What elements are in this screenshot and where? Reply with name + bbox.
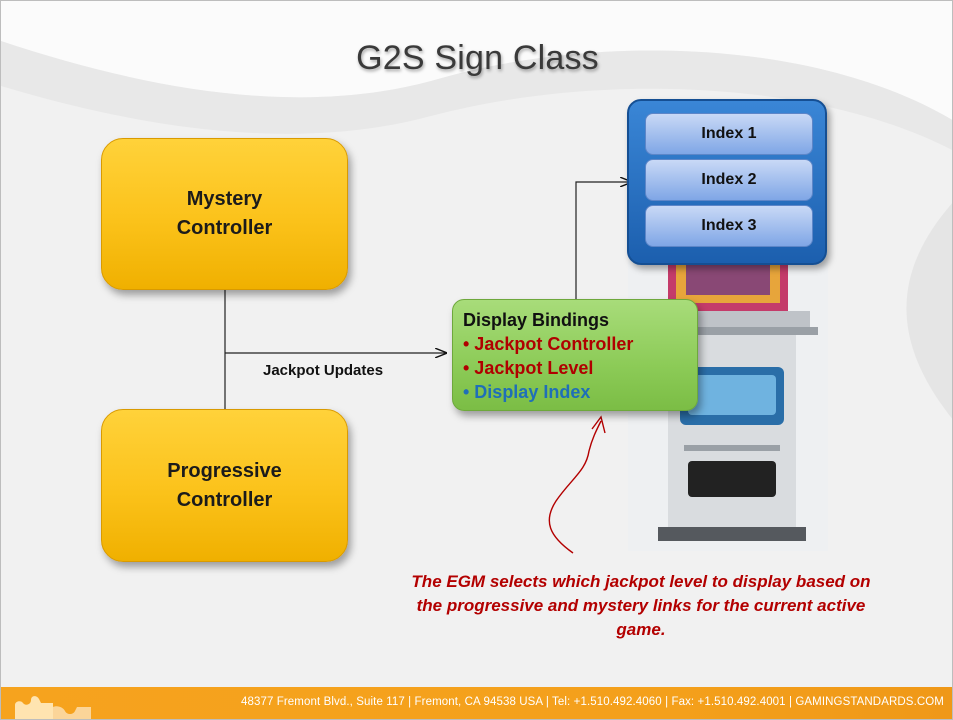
footer-bar: 48377 Fremont Blvd., Suite 117 | Fremont… bbox=[1, 687, 952, 719]
index-3-box: Index 3 bbox=[645, 205, 813, 247]
index-1-box: Index 1 bbox=[645, 113, 813, 155]
display-bindings-box: Display Bindings • Jackpot Controller • … bbox=[452, 299, 698, 411]
binding-jackpot-controller: • Jackpot Controller bbox=[463, 334, 634, 354]
display-bindings-header: Display Bindings bbox=[463, 310, 610, 330]
slide-title: G2S Sign Class bbox=[356, 39, 599, 77]
index-3-label: Index 3 bbox=[701, 217, 757, 234]
binding-display-index: • Display Index bbox=[463, 382, 591, 402]
index-2-label: Index 2 bbox=[701, 171, 757, 188]
egm-selection-note: The EGM selects which jackpot level to d… bbox=[411, 572, 871, 639]
note-pointer-arrowhead bbox=[591, 415, 606, 434]
footer-contact-text: 48377 Fremont Blvd., Suite 117 | Fremont… bbox=[240, 696, 944, 708]
binding-jackpot-level: • Jackpot Level bbox=[463, 358, 594, 378]
puzzle-logo-icon bbox=[15, 696, 91, 719]
note-pointer-curve bbox=[548, 420, 602, 554]
mystery-controller-label: Mystery Controller bbox=[176, 188, 273, 239]
index-1-label: Index 1 bbox=[701, 125, 757, 142]
index-2-box: Index 2 bbox=[645, 159, 813, 201]
display-index-panel: Index 1 Index 2 Index 3 bbox=[627, 99, 827, 265]
jackpot-updates-label: Jackpot Updates bbox=[263, 362, 384, 379]
gaming-machine-illustration bbox=[628, 231, 828, 551]
bindings-to-index-arrow bbox=[575, 182, 631, 299]
progressive-controller-box: Progressive Controller bbox=[101, 409, 348, 562]
mystery-controller-box: Mystery Controller bbox=[101, 138, 348, 290]
progressive-controller-label: Progressive Controller bbox=[167, 459, 282, 511]
